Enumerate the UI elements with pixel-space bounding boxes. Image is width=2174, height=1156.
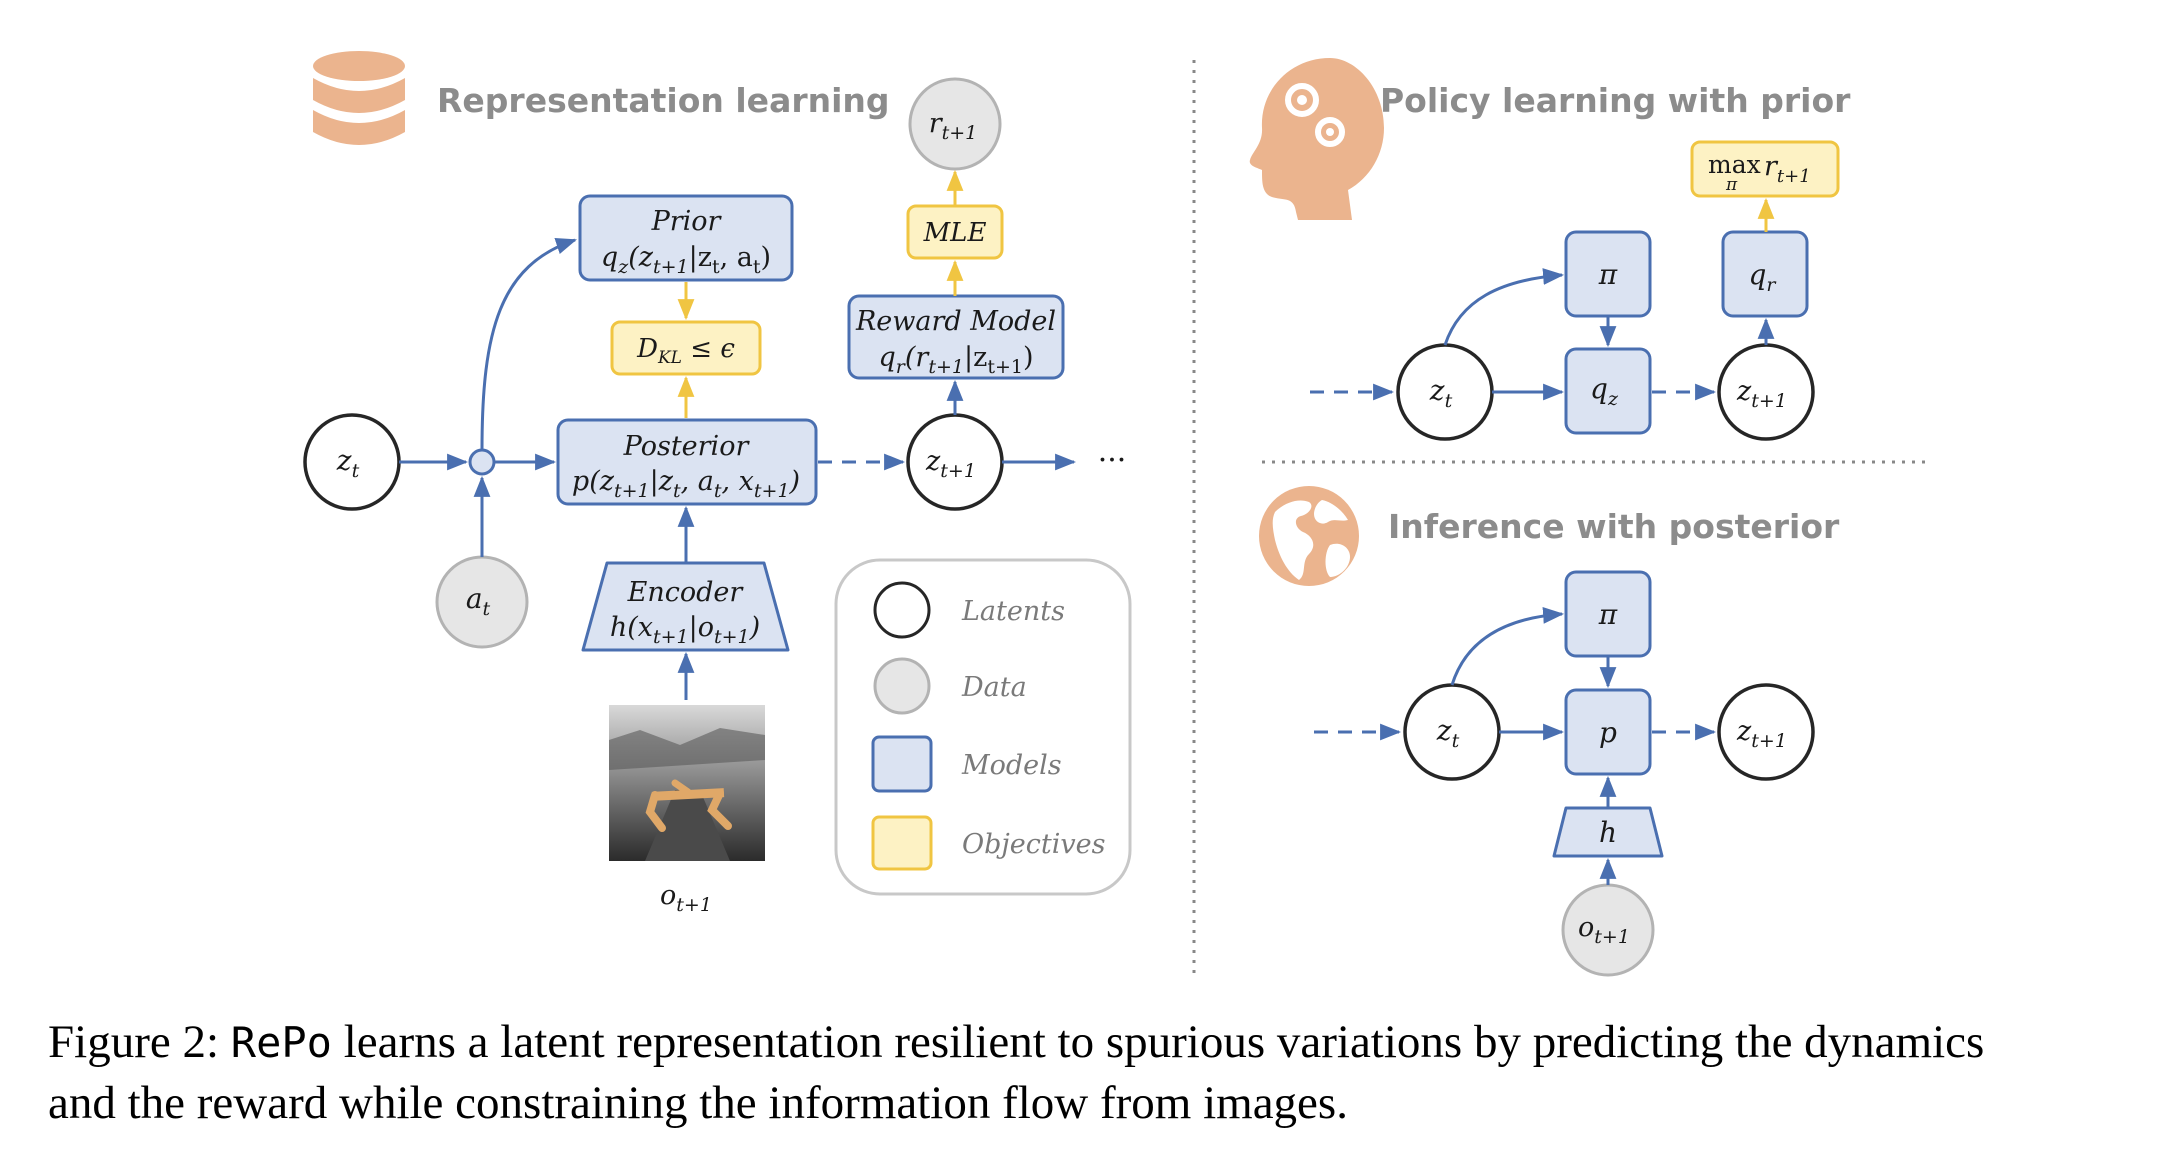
observation-label: ot+1 (660, 880, 712, 916)
figure-caption: Figure 2: RePo learns a latent represent… (48, 1012, 2148, 1133)
svg-text:p: p (1599, 716, 1617, 749)
globe-icon (1259, 486, 1359, 586)
inference-ot1-node: ot+1 (1561, 883, 1655, 977)
svg-text:Posterior: Posterior (623, 431, 751, 462)
database-icon (313, 51, 405, 145)
policy-zt1-node: zt+1 (1717, 343, 1815, 441)
svg-text:DKL ≤ ϵ: DKL ≤ ϵ (636, 334, 735, 368)
inference-pi-box: π (1564, 570, 1652, 658)
left-objective-arrows (677, 169, 964, 418)
left-arrows (399, 238, 1077, 700)
caption-code: RePo (230, 1018, 332, 1067)
legend: Latents Data Models Objectives (834, 558, 1132, 896)
legend-model-swatch (871, 735, 933, 793)
encoder-box: Encoder h(xt+1|ot+1) (581, 561, 790, 652)
reward-node: rt+1 (908, 77, 1002, 171)
legend-models: Models (961, 750, 1062, 781)
kl-constraint-box: DKL ≤ ϵ (610, 320, 762, 376)
posterior-box: Posterior p(zt+1|zt, at, xt+1) (556, 418, 818, 506)
legend-data-swatch (873, 657, 931, 715)
svg-text:Reward Model: Reward Model (855, 306, 1056, 337)
mle-box: MLE (906, 204, 1004, 260)
prior-box: Prior qz(zt+1|zt, at) (578, 194, 794, 282)
svg-text:h: h (1599, 816, 1617, 849)
legend-objective-swatch (871, 815, 933, 871)
svg-text:π: π (1598, 258, 1618, 291)
policy-qr-box: qr (1721, 230, 1809, 318)
legend-latents: Latents (961, 596, 1065, 627)
svg-text:max: max (1708, 150, 1761, 179)
inference-zt1-node: zt+1 (1717, 683, 1815, 781)
policy-pi-box: π (1564, 230, 1652, 318)
legend-objectives: Objectives (962, 829, 1105, 860)
legend-data: Data (961, 672, 1027, 703)
figure-diagram: Representation learning Policy learning … (303, 51, 1925, 977)
policy-objective-box: max π rt+1 (1690, 140, 1840, 198)
latent-zt-node: zt (303, 413, 401, 511)
caption-prefix: Figure 2: (48, 1016, 231, 1068)
action-node: at (435, 555, 529, 649)
latent-zt1-node: zt+1 (906, 413, 1004, 511)
caption-line2: and the reward while constraining the in… (48, 1077, 1348, 1129)
svg-text:Encoder: Encoder (627, 577, 745, 608)
svg-text:MLE: MLE (923, 218, 987, 248)
observation-image (609, 705, 765, 861)
reward-model-box: Reward Model qr(rt+1|zt+1) (847, 294, 1065, 380)
inference-p-box: p (1564, 688, 1652, 776)
gear-head-icon (1249, 58, 1384, 220)
ellipsis: ··· (1098, 443, 1127, 478)
inference-h-box: h (1552, 806, 1664, 858)
policy-qz-box: qz (1564, 347, 1652, 435)
section-title-representation: Representation learning (437, 81, 890, 120)
svg-text:π: π (1598, 598, 1618, 631)
legend-latent-swatch (873, 581, 931, 639)
caption-line1: learns a latent representation resilient… (331, 1016, 1985, 1068)
inference-zt-node: zt (1403, 683, 1501, 781)
inference-arrows (1314, 606, 1717, 885)
policy-zt-node: zt (1396, 343, 1494, 441)
svg-text:π: π (1725, 175, 1738, 195)
policy-arrows (1310, 268, 1775, 401)
section-title-policy: Policy learning with prior (1380, 81, 1851, 120)
svg-text:Prior: Prior (651, 206, 723, 237)
section-title-inference: Inference with posterior (1388, 507, 1840, 546)
concat-junction (468, 448, 496, 476)
